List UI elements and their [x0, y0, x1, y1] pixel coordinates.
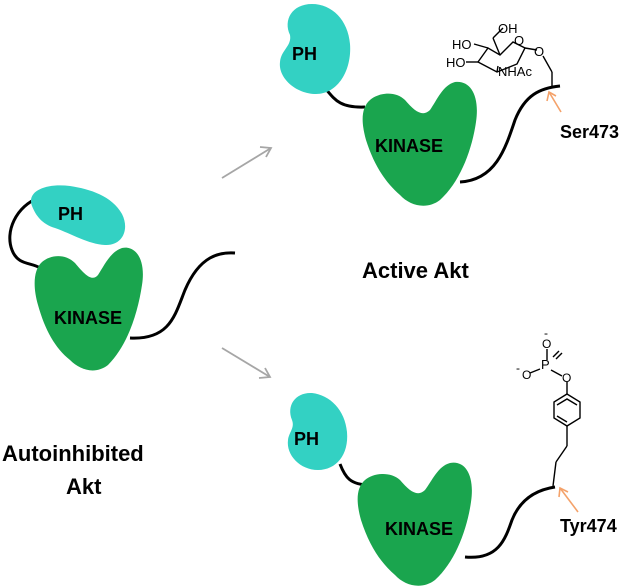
tyrosine-backbone-bond: [555, 445, 568, 463]
tyr474-pointer-head: [558, 486, 569, 498]
autoinhibited-caption-line1: Autoinhibited: [2, 441, 144, 466]
kinase-label-autoinhibited: KINASE: [54, 308, 122, 328]
phosphate-p-o-left-bond: [529, 368, 541, 374]
kinase-domain-bottom: [357, 462, 472, 586]
glcnac-nhac: NHAc: [498, 64, 532, 79]
glcnac-structure: [466, 27, 553, 86]
phosphate-p-o-double-bond-1: [552, 350, 560, 358]
transition-arrows: [221, 146, 273, 379]
linker-top-ph: [323, 87, 366, 109]
kinase-domain-autoinhibited: [34, 247, 143, 371]
autoinhibited-caption-line2: Akt: [66, 474, 102, 499]
active-akt-caption: Active Akt: [362, 258, 469, 283]
ser473-pointer-head: [546, 90, 557, 102]
ph-domain-autoinhibited: [30, 185, 126, 246]
ph-label-bottom: PH: [294, 429, 319, 449]
phosphate-o-p-bond: [550, 369, 563, 377]
glcnac-oh-bond-top: [492, 27, 504, 39]
phosphate-p: P: [541, 357, 550, 372]
ser473-label: Ser473: [560, 122, 619, 142]
linker-bottom-tail: [464, 485, 556, 559]
ph-label-autoinhibited: PH: [58, 204, 83, 224]
tyrosine-phenyl-inner-bottom: [556, 415, 568, 423]
arrow-to-oglcnac: [221, 147, 272, 179]
ph-domain-bottom: [287, 392, 348, 470]
ph-domain-top: [279, 4, 351, 94]
phosphate-o-top: O: [542, 337, 551, 351]
phosphate-o-left: O: [522, 368, 531, 382]
glcnac-oh-top: OH: [498, 21, 518, 36]
autoinhibited-akt: PH KINASE: [8, 185, 236, 371]
kinase-label-top: KINASE: [375, 136, 443, 156]
glcnac-ch2-link: [542, 55, 553, 73]
kinase-domain-top: [362, 81, 477, 206]
arrow-head-phospho: [258, 367, 272, 379]
linker-autoinhibited-left: [8, 195, 41, 270]
glcnac-link-oxygen: O: [534, 44, 544, 59]
phosphate-p-o-double-bond-2: [555, 352, 563, 360]
active-akt-ser473: PH KINASE OH O HO HO O NHAc Ser473: [279, 4, 619, 206]
arrow-head-oglcnac: [259, 146, 273, 158]
tyr474-pointer-arrow: [559, 487, 579, 513]
kinase-label-bottom: KINASE: [385, 519, 453, 539]
tyr474-label: Tyr474: [560, 516, 617, 536]
ph-label-top: PH: [292, 44, 317, 64]
linker-top-tail: [459, 84, 561, 184]
glcnac-ch2-bond: [492, 37, 501, 56]
glcnac-ho-left: HO: [452, 37, 472, 52]
glcnac-ring-oxygen: O: [514, 33, 524, 48]
ser473-pointer-arrow: [548, 91, 562, 113]
tyrosine-phenyl-inner-bonds: [556, 398, 578, 406]
tyrosine-backbone-bond-2: [552, 461, 557, 487]
glcnac-anomeric-bond: [524, 47, 538, 51]
glcnac-ho-bottom: HO: [446, 55, 466, 70]
linker-autoinhibited-tail: [129, 251, 236, 340]
arrow-to-phospho: [221, 347, 271, 378]
phosphate-o-right: O: [562, 371, 571, 385]
glcnac-nhac-bond: [496, 65, 499, 73]
phosphotyrosine-structure: [529, 349, 581, 487]
glcnac-ho-bond: [473, 43, 489, 49]
active-akt-tyr474: PH KINASE P O - O - O Tyr474: [287, 326, 617, 586]
phosphate-o-left-charge: -: [516, 361, 520, 375]
phosphate-o-top-charge: -: [544, 326, 548, 340]
glcnac-ring: [476, 41, 526, 73]
